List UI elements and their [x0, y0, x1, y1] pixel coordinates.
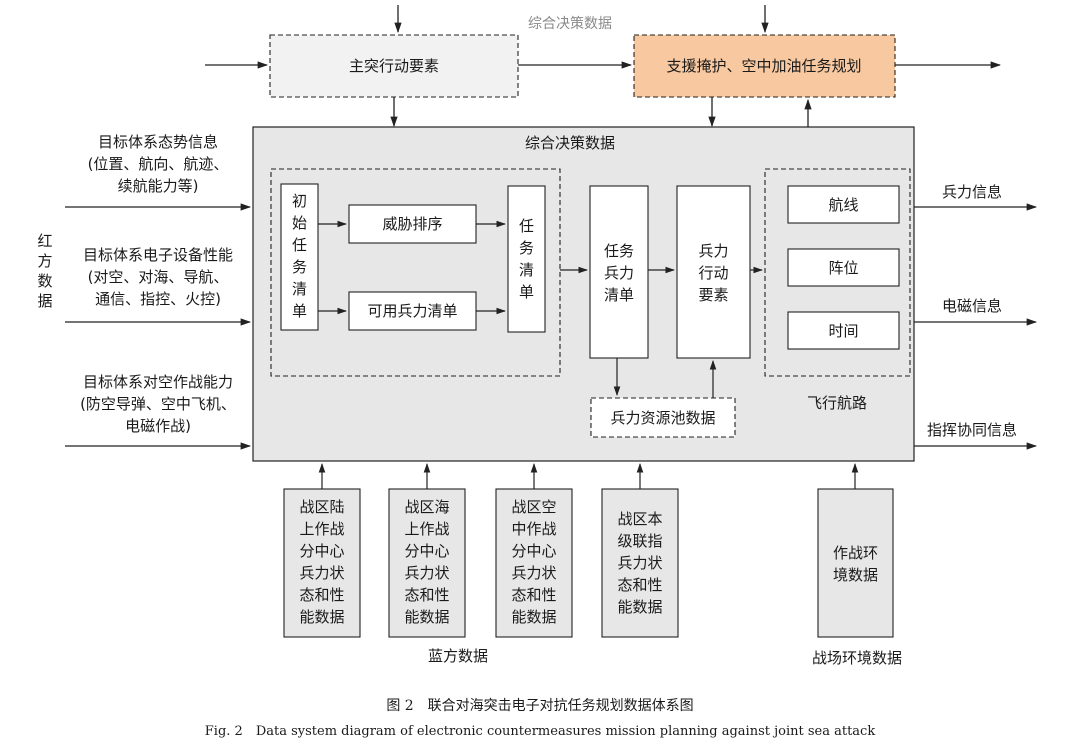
blue-land-line: 态和性: [299, 586, 344, 604]
force-action-line: 行动: [698, 264, 728, 282]
blue-data-group: 战区陆 上作战 分中心 兵力状 态和性 能数据 战区海 上作战 分中心 兵力状 …: [283, 463, 679, 665]
red-data-char: 方: [37, 252, 52, 270]
top-decision-data-label: 综合决策数据: [528, 15, 612, 32]
force-pool-box: [590, 397, 736, 438]
force-action-line: 兵力: [698, 242, 728, 260]
integrated-decision-title: 综合决策数据: [525, 134, 615, 152]
initial-task-list-box: [280, 183, 319, 331]
battlefield-env-line: 作战环: [833, 544, 878, 562]
task-force-list-line: 任务: [604, 242, 634, 260]
main-attack-elements-box: [269, 34, 519, 98]
blue-air-line: 分中心: [511, 542, 556, 560]
red-data-char: 数: [37, 272, 52, 290]
blue-joint-line: 战区本: [617, 510, 662, 528]
red-input1-line: 目标体系态势信息: [98, 133, 218, 151]
figure-caption-en: Fig. 2 Data system diagram of electronic…: [205, 724, 876, 739]
blue-sea-line: 态和性: [404, 586, 449, 604]
blue-sea-line: 上作战: [404, 520, 449, 538]
blue-land-line: 分中心: [299, 542, 344, 560]
time-label: 时间: [828, 322, 858, 340]
task-list-char: 单: [519, 283, 534, 301]
initial-task-list-char: 清: [292, 280, 307, 298]
battlefield-env-box: [817, 488, 894, 638]
threat-sort-label: 威胁排序: [382, 215, 442, 233]
blue-sea-line: 能数据: [404, 608, 449, 626]
threat-sort-box: [348, 204, 477, 244]
blue-box-joint: [601, 488, 679, 638]
force-action-line: 要素: [698, 286, 728, 304]
blue-air-line: 战区空: [511, 498, 556, 516]
red-input3-line: (防空导弹、空中飞机、: [80, 395, 236, 413]
task-list-char: 务: [519, 239, 534, 257]
blue-sea-line: 分中心: [404, 542, 449, 560]
blue-land-line: 上作战: [299, 520, 344, 538]
blue-box-land: [283, 488, 361, 638]
task-list-box: [507, 185, 546, 333]
blue-air-line: 兵力状: [511, 564, 556, 582]
time-box: [787, 311, 900, 350]
blue-land-line: 战区陆: [299, 498, 344, 516]
red-input1-line: 续航能力等): [118, 177, 199, 195]
task-list-region: [270, 168, 561, 377]
battlefield-env-line: 境数据: [833, 566, 878, 584]
available-forces-label: 可用兵力清单: [367, 302, 457, 320]
output-em-info: 电磁信息: [942, 297, 1002, 315]
red-input3-line: 电磁作战): [125, 417, 191, 435]
blue-joint-line: 能数据: [617, 598, 662, 616]
blue-joint-line: 级联指: [617, 532, 662, 550]
initial-task-list-char: 初: [292, 192, 307, 210]
route-label: 航线: [828, 196, 858, 214]
support-cover-planning-box: [633, 34, 896, 98]
blue-joint-line: 态和性: [617, 576, 662, 594]
formation-label: 阵位: [828, 259, 858, 277]
force-action-elements-box: [676, 185, 751, 359]
flight-route-region: [764, 168, 911, 377]
blue-box-air: [495, 488, 573, 638]
red-data-char: 红: [37, 232, 52, 250]
task-force-list-box: [589, 185, 649, 359]
support-cover-planning-label: 支援掩护、空中加油任务规划: [666, 57, 861, 75]
blue-air-line: 能数据: [511, 608, 556, 626]
red-input2-line: 通信、指控、火控): [95, 290, 221, 308]
initial-task-list-char: 任: [292, 236, 307, 254]
task-force-list-line: 兵力: [604, 264, 634, 282]
output-force-info: 兵力信息: [942, 183, 1002, 201]
route-box: [787, 185, 900, 224]
initial-task-list-char: 务: [292, 258, 307, 276]
initial-task-list-char: 单: [292, 302, 307, 320]
task-force-list-line: 清单: [604, 286, 634, 304]
formation-box: [787, 248, 900, 287]
blue-joint-line: 兵力状: [617, 554, 662, 572]
force-pool-label: 兵力资源池数据: [610, 409, 715, 427]
battlefield-env-label: 战场环境数据: [812, 649, 902, 667]
blue-air-line: 中作战: [511, 520, 556, 538]
task-list-char: 任: [519, 217, 534, 235]
flight-route-label: 飞行航路: [807, 394, 867, 412]
blue-sea-line: 兵力状: [404, 564, 449, 582]
blue-air-line: 态和性: [511, 586, 556, 604]
blue-sea-line: 战区海: [404, 498, 449, 516]
blue-land-line: 能数据: [299, 608, 344, 626]
figure-caption-cn: 图 2 联合对海突击电子对抗任务规划数据体系图: [386, 698, 693, 714]
output-command-info: 指挥协同信息: [927, 421, 1017, 439]
blue-land-line: 兵力状: [299, 564, 344, 582]
red-input2-line: (对空、对海、导航、: [88, 268, 229, 286]
red-input3-line: 目标体系对空作战能力: [83, 373, 233, 391]
blue-box-sea: [388, 488, 466, 638]
main-attack-elements-label: 主突行动要素: [349, 57, 439, 75]
initial-task-list-char: 始: [292, 214, 307, 232]
red-input1-line: (位置、航向、航迹、: [88, 155, 229, 173]
task-list-char: 清: [519, 261, 534, 279]
red-data-char: 据: [37, 292, 52, 310]
red-input2-line: 目标体系电子设备性能: [83, 246, 233, 264]
blue-data-label: 蓝方数据: [428, 647, 488, 665]
